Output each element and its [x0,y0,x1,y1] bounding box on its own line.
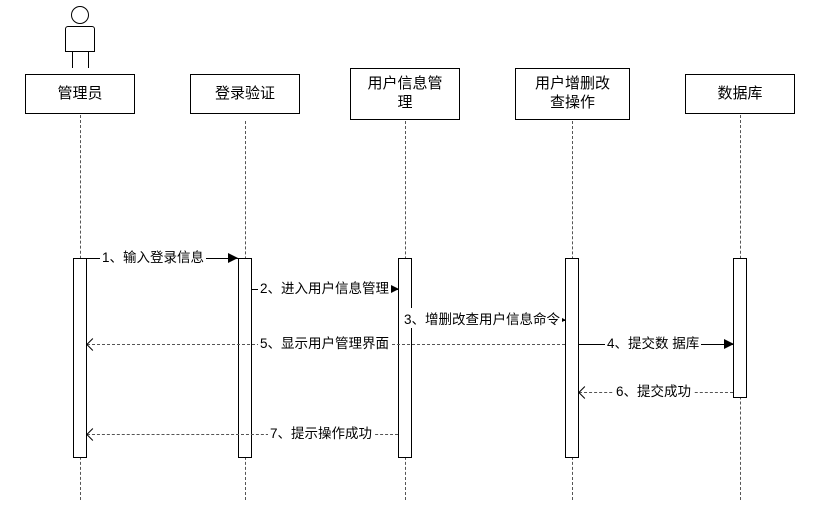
participant-box-login[interactable]: 登录验证 [190,74,300,114]
actor-torso-icon [65,26,95,52]
message-label-6: 6、提交成功 [614,380,694,400]
message-line-7 [87,434,398,435]
message-arrowhead-5 [86,338,99,351]
message-arrowhead-6 [578,386,591,399]
participant-box-crud[interactable]: 用户增删改 查操作 [515,68,630,120]
participant-label-login: 登录验证 [214,84,275,102]
message-label-2: 2、进入用户信息管理 [258,277,392,297]
message-arrowhead-4 [724,339,734,349]
message-label-3: 3、增删改查用户信息命令 [402,308,563,328]
participant-box-db[interactable]: 数据库 [685,74,795,114]
activation-bar-crud [565,258,579,458]
participant-label-userinfo-line1: 用户信息管 [367,75,443,93]
actor-leg-left-icon [72,52,73,68]
participant-label-crud-line2: 查操作 [549,94,595,111]
message-label-7: 7、提示操作成功 [268,422,375,442]
message-label-5: 5、显示用户管理界面 [258,332,392,352]
activation-bar-admin [73,258,87,458]
participant-label-userinfo-line2: 理 [397,94,413,111]
participant-box-admin[interactable]: 管理员 [25,74,135,114]
activation-bar-userinfo [398,258,412,458]
activation-bar-db [733,258,747,398]
message-label-1: 1、输入登录信息 [100,246,207,266]
participant-label-db: 数据库 [717,84,763,102]
message-label-4: 4、提交数 据库 [605,332,702,352]
participant-label-crud-line1: 用户增删改 [534,75,610,93]
actor-icon [58,6,102,68]
message-arrowhead-2 [389,284,399,294]
actor-leg-right-icon [88,52,89,68]
message-arrowhead-1 [228,253,238,263]
participant-label-admin: 管理员 [57,84,103,102]
activation-bar-login [238,258,252,458]
participant-box-userinfo[interactable]: 用户信息管 理 [350,68,460,120]
actor-head-icon [71,6,89,24]
message-arrowhead-7 [86,428,99,441]
